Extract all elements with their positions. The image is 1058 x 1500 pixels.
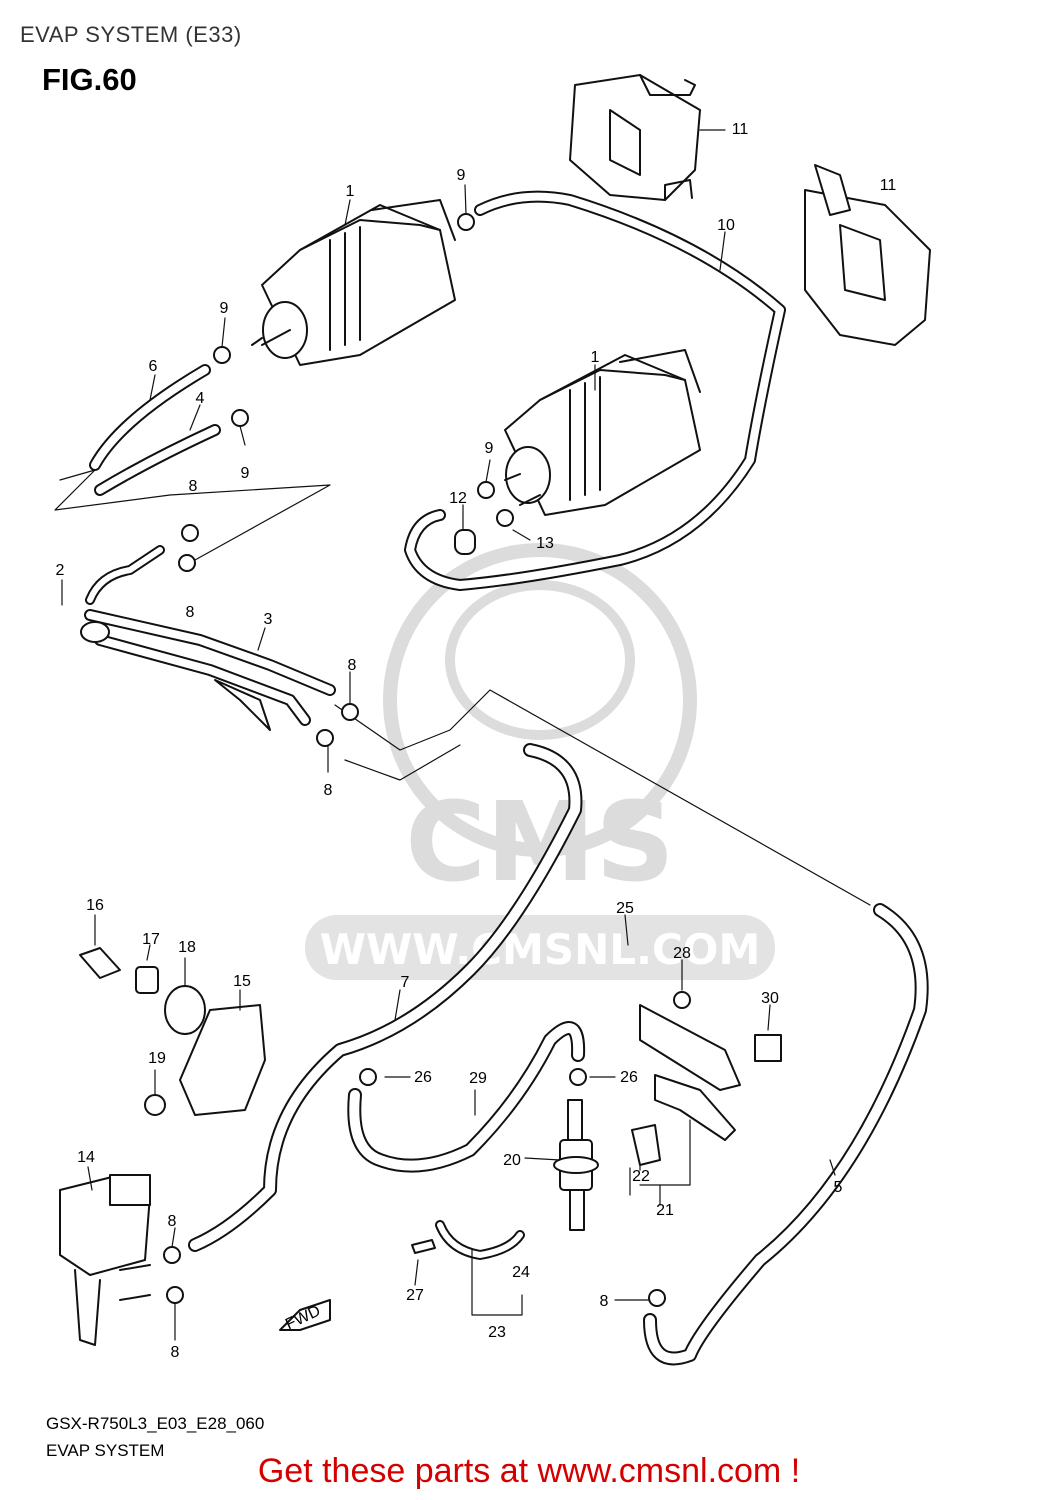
callout-9d: 9	[485, 440, 494, 457]
callout-8b: 8	[186, 604, 195, 621]
nut-19	[144, 1094, 166, 1116]
callout-8g: 8	[600, 1293, 609, 1310]
callout-8f: 8	[171, 1344, 180, 1361]
page-title: EVAP SYSTEM (E33)	[20, 22, 242, 47]
callout-24: 24	[512, 1264, 530, 1281]
callout-13: 13	[536, 535, 554, 552]
callout-9c: 9	[241, 465, 250, 482]
callout-28: 28	[673, 945, 691, 962]
solenoid-14	[59, 1174, 151, 1346]
clip-22	[631, 1124, 661, 1166]
callout-20: 20	[503, 1152, 521, 1169]
watermark: CMS WWW.CMSNL.COM	[305, 543, 775, 980]
figure-number: FIG.60	[42, 62, 137, 97]
callout-12: 12	[449, 490, 467, 507]
callout-17: 17	[142, 931, 160, 948]
diagram-name: EVAP SYSTEM	[46, 1441, 165, 1460]
watermark-logo-ring	[383, 543, 697, 857]
callout-6: 6	[149, 358, 158, 375]
pipe-assembly-3	[80, 545, 336, 731]
diagram-code: GSX-R750L3_E03_E28_060	[46, 1414, 265, 1433]
callout-26a: 26	[414, 1069, 432, 1086]
canister-lower	[504, 349, 701, 516]
callout-8c: 8	[348, 657, 357, 674]
callout-15: 15	[233, 973, 251, 990]
clip-30	[754, 1034, 782, 1062]
fwd-arrow	[279, 1299, 331, 1331]
callout-9b: 9	[220, 300, 229, 317]
callout-29: 29	[469, 1070, 487, 1087]
bracket-11-lower	[804, 164, 931, 346]
collar-17	[135, 966, 159, 994]
diagram-parts	[54, 74, 931, 1366]
valve-20	[553, 1099, 599, 1231]
bolt-16	[79, 947, 121, 979]
callout-11a: 11	[732, 121, 749, 138]
callout-27: 27	[406, 1287, 424, 1304]
callout-8d: 8	[324, 782, 333, 799]
callout-19: 19	[148, 1050, 166, 1067]
screw-27	[411, 1239, 436, 1254]
callout-23: 23	[488, 1324, 506, 1341]
callout-25: 25	[616, 900, 634, 917]
bracket-15	[179, 1004, 266, 1116]
callout-5: 5	[834, 1179, 843, 1196]
callout-4: 4	[196, 390, 205, 407]
bracket-11-upper	[569, 74, 701, 201]
callout-26b: 26	[620, 1069, 638, 1086]
callout-30: 30	[761, 990, 779, 1007]
bracket-28	[639, 1004, 741, 1091]
callout-9a: 9	[457, 167, 466, 184]
callout-1a: 1	[346, 183, 355, 200]
callout-21: 21	[656, 1202, 674, 1219]
callout-7: 7	[401, 974, 410, 991]
callout-3: 3	[264, 611, 273, 628]
callout-8e: 8	[168, 1213, 177, 1230]
watermark-site-text: WWW.CMSNL.COM	[320, 925, 761, 974]
callout-1b: 1	[591, 349, 600, 366]
clamps	[163, 213, 666, 1307]
callout-11b: 11	[880, 177, 897, 194]
canister-upper	[251, 199, 456, 366]
callout-8a: 8	[189, 478, 198, 495]
leader-lines	[61, 129, 836, 1341]
callout-2: 2	[56, 562, 65, 579]
callout-16: 16	[86, 897, 104, 914]
callout-22: 22	[632, 1168, 650, 1185]
promo-link[interactable]: Get these parts at www.cmsnl.com !	[257, 1452, 801, 1490]
callout-18: 18	[178, 939, 196, 956]
callout-10: 10	[717, 217, 735, 234]
callout-14: 14	[77, 1149, 95, 1166]
grommet-18	[164, 985, 206, 1035]
